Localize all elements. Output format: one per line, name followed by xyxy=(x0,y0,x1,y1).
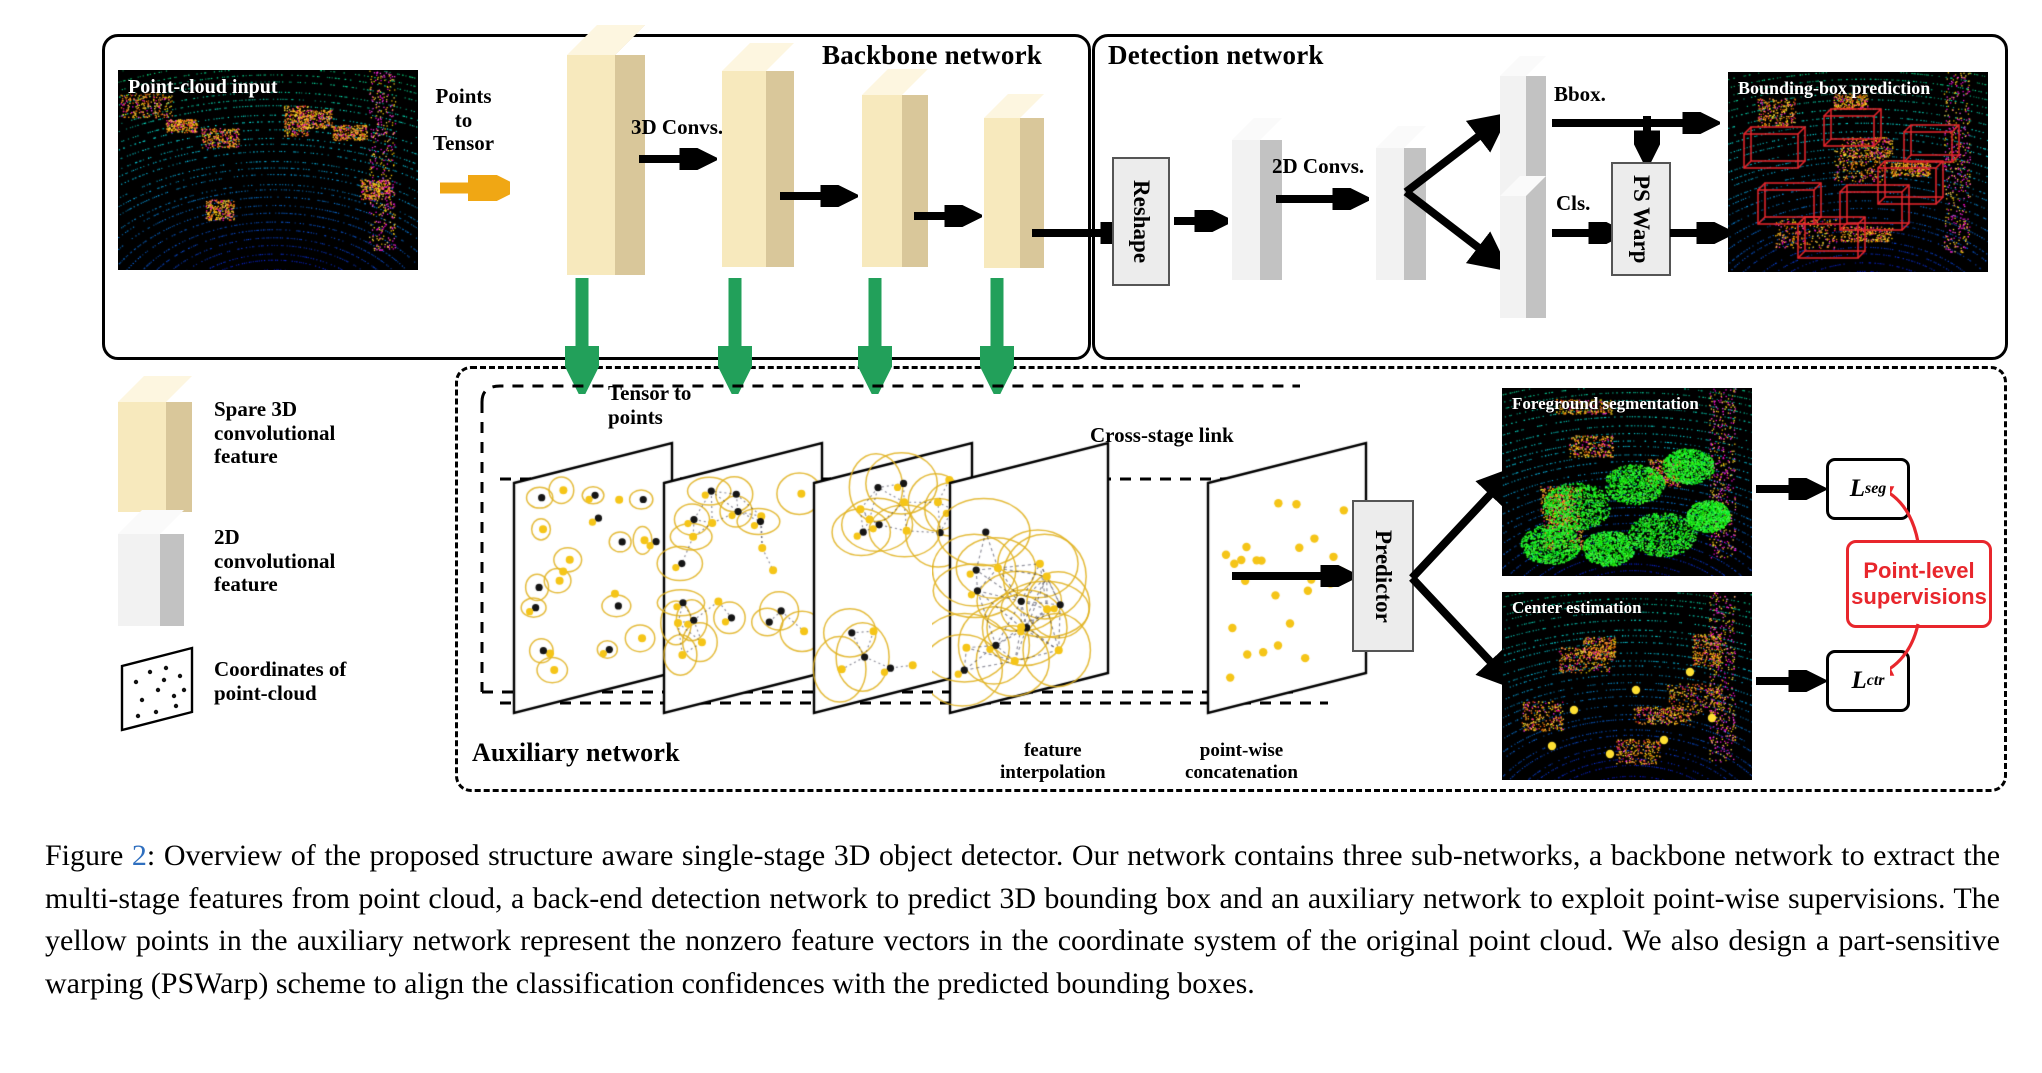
conv2d-label: 2D Convs. xyxy=(1272,154,1365,178)
auxiliary-network-title: Auxiliary network xyxy=(472,738,680,767)
point-cloud-input-image: Point-cloud input xyxy=(118,70,418,270)
tensor-to-points-line2: points xyxy=(608,404,663,429)
sparse-conv-block-3 xyxy=(862,69,928,267)
sparse-conv-block-4 xyxy=(984,94,1044,268)
legend: Spare 3D convolutional feature 2D convol… xyxy=(118,376,398,742)
auxiliary-network-panel xyxy=(455,366,2007,792)
feature-interpolation-line2: interpolation xyxy=(1000,761,1106,783)
reshape-box: Reshape xyxy=(1112,157,1170,286)
feature-interpolation-line1: feature xyxy=(1023,740,1082,761)
predictor-box: Predictor xyxy=(1352,500,1414,652)
tensor-to-points-label: Tensor to points xyxy=(608,381,692,429)
pswarp-label: PS Warp xyxy=(1629,174,1654,264)
legend-icon-gray-slab xyxy=(118,510,184,626)
points-to-tensor-line2: to xyxy=(454,107,473,132)
legend-icon-point-plane xyxy=(120,646,194,732)
legend-icon-cream-slab xyxy=(118,376,192,512)
predictor-split-arrows xyxy=(1409,465,1518,691)
concat-to-predictor-arrow xyxy=(1232,565,1360,587)
legend-item-2-line2: point-cloud xyxy=(214,680,317,705)
conv2d-arrow xyxy=(1276,188,1369,210)
foreground-segmentation-caption: Foreground segmentation xyxy=(1512,394,1699,413)
backbone-to-detection-arrow xyxy=(1032,222,1135,244)
ctr-to-loss-arrow xyxy=(1756,670,1826,692)
aux-feature-plane-4 xyxy=(932,435,1132,725)
legend-item-2-line1: Coordinates of xyxy=(214,657,347,681)
bbox-label: Bbox. xyxy=(1554,82,1606,106)
tensor-to-points-line1: Tensor to xyxy=(608,381,692,405)
figure-number: 2 xyxy=(131,839,147,872)
supervision-to-losses-arrows xyxy=(1890,486,1920,676)
sparse-conv-block-2 xyxy=(722,43,794,267)
legend-item-0-line2: convolutional xyxy=(214,420,336,445)
point-wise-concat-line1: point-wise xyxy=(1199,740,1284,761)
caption-separator: : xyxy=(146,839,164,872)
conv3d-arrow-3 xyxy=(914,205,982,227)
detection-split-arrows xyxy=(1403,112,1510,272)
loss-seg-subscript: seg xyxy=(1864,480,1887,497)
points-to-tensor-line1: Points xyxy=(435,84,492,108)
bbox-to-pswarp-arrow xyxy=(1634,116,1660,166)
caption-body: Overview of the proposed structure aware… xyxy=(45,839,2001,1000)
tensor-to-points-arrow-3 xyxy=(858,278,892,394)
pswarp-out-arrow xyxy=(1670,222,1732,244)
seg-to-loss-arrow xyxy=(1756,478,1826,500)
conv3d-arrow-2 xyxy=(780,185,858,207)
legend-item-label-1: 2D convolutional feature xyxy=(214,525,336,597)
legend-item-1-line1: 2D xyxy=(214,525,240,549)
detection-network-title: Detection network xyxy=(1108,40,1324,70)
feature-interpolation-label: feature interpolation xyxy=(1000,740,1106,784)
foreground-segmentation-image: Foreground segmentation xyxy=(1502,388,1752,576)
bounding-box-prediction-caption: Bounding-box prediction xyxy=(1738,78,1931,98)
legend-item-1-line3: feature xyxy=(214,572,278,597)
pswarp-box: PS Warp xyxy=(1611,162,1671,276)
point-wise-concat-line2: concatenation xyxy=(1185,761,1298,783)
legend-item-0-line3: feature xyxy=(214,444,278,469)
legend-item-label-2: Coordinates of point-cloud xyxy=(214,657,347,705)
loss-seg-symbol: L xyxy=(1849,475,1865,502)
legend-item-0-line1: Spare 3D xyxy=(214,397,298,421)
center-estimation-image: Center estimation xyxy=(1502,592,1752,780)
center-estimation-caption: Center estimation xyxy=(1512,598,1642,617)
reshape-label: Reshape xyxy=(1129,179,1154,264)
conv3d-arrow-1 xyxy=(639,148,717,170)
bbox-arrow xyxy=(1552,112,1720,134)
figure-caption: Figure 2: Overview of the proposed struc… xyxy=(45,835,2000,1005)
predictor-label: Predictor xyxy=(1371,529,1396,623)
supervision-line2: supervisions xyxy=(1851,584,1987,609)
detection-network-panel xyxy=(1092,34,2008,360)
tensor-to-points-arrow-1 xyxy=(565,278,599,394)
sparse-conv-block-1 xyxy=(567,25,645,275)
point-wise-concat-label: point-wise concatenation xyxy=(1185,740,1298,784)
conv2d-block-2 xyxy=(1376,126,1426,280)
bbox-head-block xyxy=(1500,56,1546,198)
conv2d-block-1 xyxy=(1232,118,1282,280)
reshape-out-arrow xyxy=(1174,210,1228,232)
cls-head-block xyxy=(1500,176,1546,318)
loss-ctr-subscript: ctr xyxy=(1866,672,1885,689)
cls-arrow xyxy=(1552,222,1629,244)
caption-prefix: Figure xyxy=(45,839,132,872)
conv3d-label: 3D Convs. xyxy=(631,115,724,139)
points-to-tensor-label: Points to Tensor xyxy=(433,84,495,156)
point-cloud-input-caption: Point-cloud input xyxy=(128,76,278,98)
points-to-tensor-line3: Tensor xyxy=(433,131,495,156)
tensor-to-points-arrow-4 xyxy=(980,278,1014,394)
cls-label: Cls. xyxy=(1556,191,1591,215)
supervision-line1: Point-level xyxy=(1863,557,1975,583)
loss-ctr-symbol: L xyxy=(1851,667,1867,694)
legend-item-label-0: Spare 3D convolutional feature xyxy=(214,397,336,469)
backbone-network-title: Backbone network xyxy=(822,40,1042,70)
legend-item-1-line2: convolutional xyxy=(214,548,336,573)
bounding-box-prediction-image: Bounding-box prediction xyxy=(1728,72,1988,272)
tensor-to-points-arrow-2 xyxy=(718,278,752,394)
points-to-tensor-arrow xyxy=(440,175,510,201)
